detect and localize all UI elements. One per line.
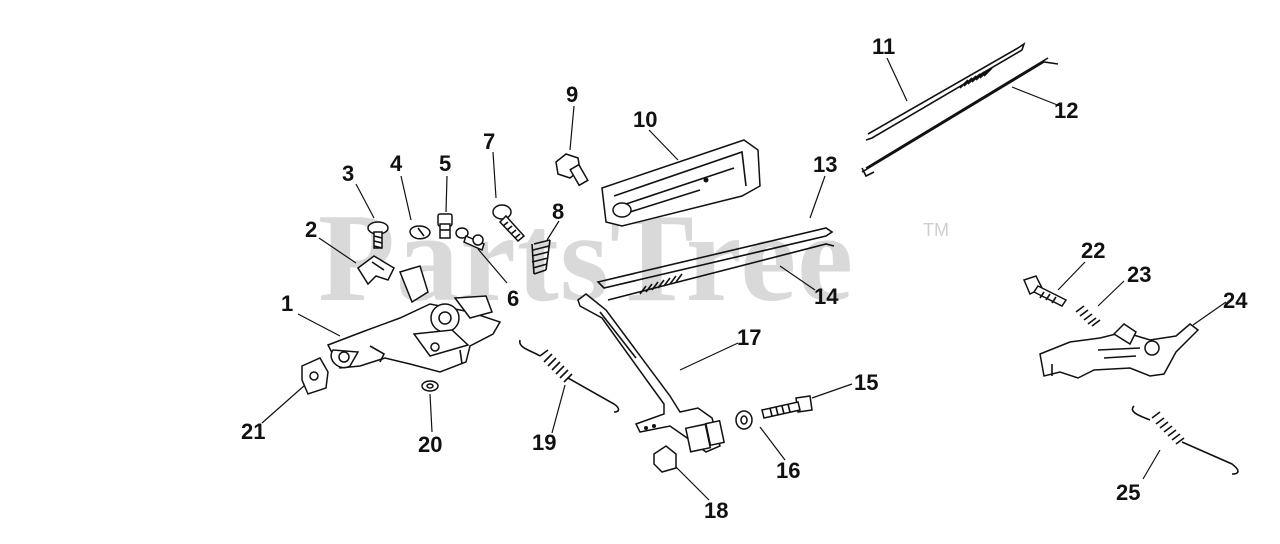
callout-2: 2 [305,217,318,242]
callout-10: 10 [633,107,658,132]
callout-1: 1 [281,291,294,316]
callout-16: 16 [776,458,801,483]
part-7-bolt [492,204,526,243]
callout-3: 3 [342,161,355,186]
part-11-rod [865,42,1026,141]
callout-19: 19 [532,430,557,455]
part-22-bolt [1022,275,1068,307]
callout-23: 23 [1127,262,1152,287]
callout-7: 7 [483,129,496,154]
callout-18: 18 [704,498,729,523]
part-21-clip-nut [301,357,329,395]
part-15-bolt [761,395,813,419]
callout-12: 12 [1054,98,1079,123]
part-18-nut [653,445,677,473]
callout-20: 20 [418,432,443,457]
callout-15: 15 [854,370,879,395]
callout-5: 5 [439,151,452,176]
part-5-nut [437,213,453,239]
callout-22: 22 [1081,238,1106,263]
part-1-control-plate [326,265,502,373]
callout-13: 13 [813,152,838,177]
part-2-clip [356,255,395,286]
leader-lines [261,57,1227,501]
part-3-screw [367,221,389,249]
part-23-spring [1075,305,1101,327]
part-10-bracket [601,139,761,227]
part-20-washer [421,380,439,392]
part-6-screw [455,227,485,252]
part-8-spring [531,239,551,275]
part-24-lever-plate [1039,323,1200,379]
part-12-rod [861,57,1059,178]
callout-6: 6 [507,286,520,311]
part-4-washer [409,225,431,240]
trademark-mark: TM [923,220,949,240]
callout-11: 11 [872,34,896,59]
callout-4: 4 [390,151,403,176]
callout-8: 8 [552,199,565,224]
part-9-bolt [555,153,589,187]
callout-21: 21 [241,419,266,444]
part-14-linkage-spring [607,243,835,301]
part-25-spring [1131,405,1239,475]
callout-9: 9 [566,82,579,107]
part-19-spring [519,339,620,413]
callout-14: 14 [814,284,839,309]
callout-25: 25 [1116,480,1141,505]
callout-17: 17 [737,325,762,350]
part-17-lever [577,293,726,453]
part-16-washer [735,410,753,430]
part-13-linkage [596,227,834,289]
callout-24: 24 [1223,288,1248,313]
